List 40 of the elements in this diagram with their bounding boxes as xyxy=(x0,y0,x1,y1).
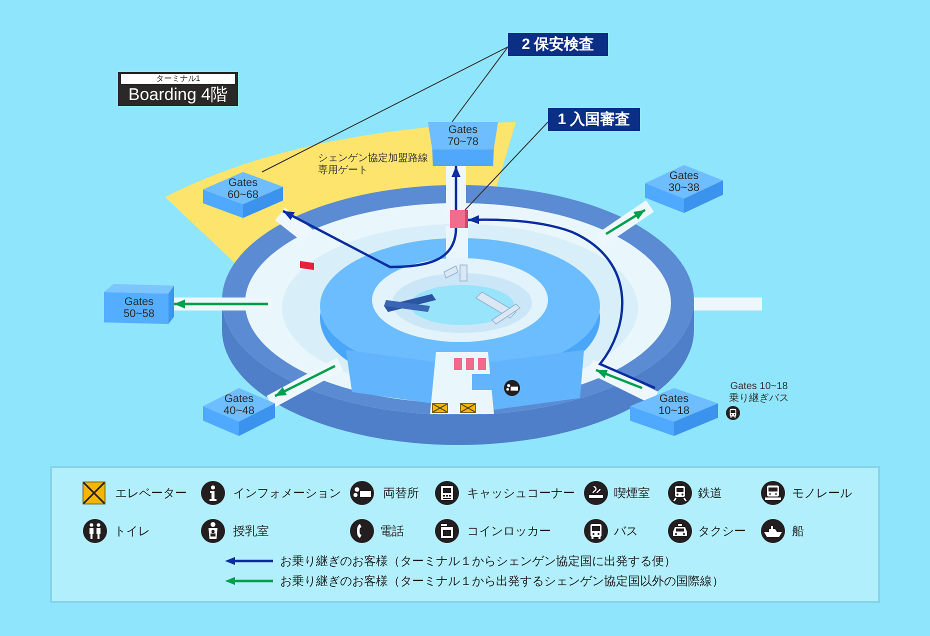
gate-label: Gates 10~18 xyxy=(658,393,690,417)
checkpoint-booth xyxy=(450,210,468,228)
sign-title: Boarding 4階 xyxy=(128,85,228,105)
arrow xyxy=(596,368,642,390)
sign-caption: ターミナル1 xyxy=(121,74,235,84)
legend-label: 授乳室 xyxy=(233,523,269,539)
legend-label: 電話 xyxy=(380,523,404,539)
floor-sign xyxy=(118,72,238,106)
gate-label: Gates 60~68 xyxy=(228,177,258,201)
map-label: Gates 10~18 乗り継ぎバス xyxy=(728,381,790,405)
legend-label: タクシー xyxy=(698,523,746,539)
legend-label: モノレール xyxy=(792,485,852,501)
legend-label: お乗り継ぎのお客様（ターミナル１から出発するシェンゲン協定国以外の国際線） xyxy=(280,573,724,589)
arrow xyxy=(282,210,458,268)
leader-line xyxy=(452,46,508,122)
legend-label: 鉄道 xyxy=(698,485,722,501)
arrow xyxy=(174,300,268,308)
leader-line xyxy=(464,122,548,210)
legend-label: エレベーター xyxy=(115,485,187,501)
legend-label: キャッシュコーナー xyxy=(467,485,575,501)
leader-line xyxy=(262,46,508,172)
legend-label: インフォメーション xyxy=(233,485,341,501)
arrow xyxy=(452,166,460,210)
arrow xyxy=(468,215,656,390)
gate-label: Gates 70~78 xyxy=(448,124,478,148)
arrow xyxy=(274,364,336,398)
gate-label: Gates 50~58 xyxy=(124,296,154,320)
legend-label: 両替所 xyxy=(383,485,419,501)
callout-label: 2 保安検査 xyxy=(508,33,608,56)
legend-label: トイレ xyxy=(114,523,150,539)
arrow xyxy=(605,208,646,236)
legend-label: 喫煙室 xyxy=(614,485,650,501)
legend-label: コインロッカー xyxy=(467,523,551,539)
legend-label: バス xyxy=(614,523,638,539)
legend-label: お乗り継ぎのお客様（ターミナル１からシェンゲン協定国に出発する便） xyxy=(280,553,676,569)
gate-label: Gates 40~48 xyxy=(224,393,254,417)
callout-label: 1 入国審査 xyxy=(548,108,640,131)
legend-label: 船 xyxy=(792,523,804,539)
zone-label: シェンゲン協定加盟路線専用ゲート xyxy=(318,153,429,177)
gate-label: Gates 30~38 xyxy=(668,170,700,194)
